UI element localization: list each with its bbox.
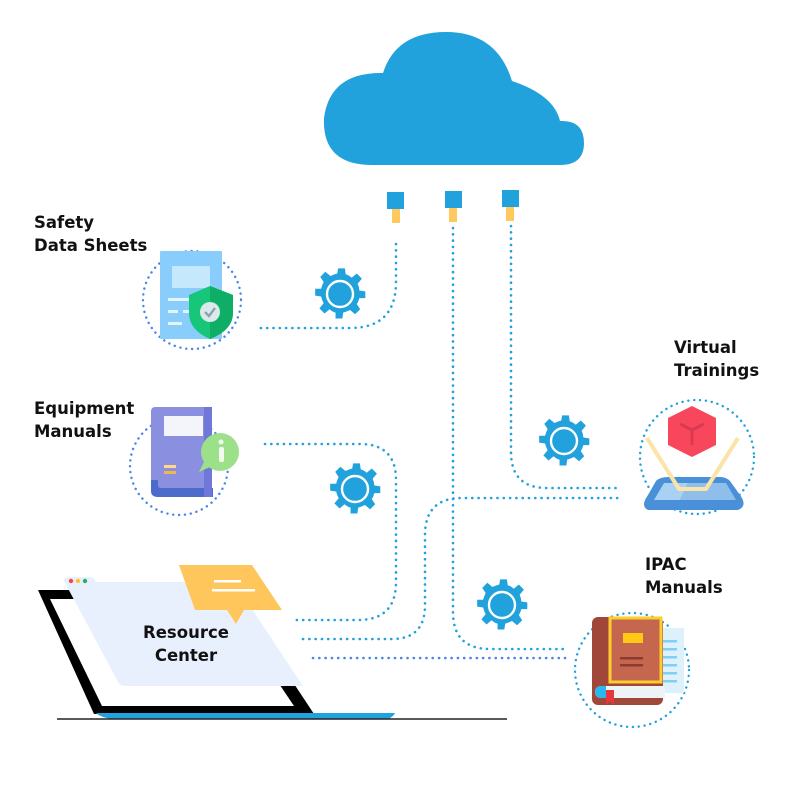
cloud-connector-middle [445, 191, 462, 222]
cloud-connector-right [502, 190, 519, 221]
line-equipment [263, 442, 398, 622]
shield-document-icon [141, 249, 243, 351]
node-label-ipac-manuals: IPAC Manuals [645, 555, 723, 597]
line-cloud-middle [451, 226, 567, 651]
manual-book-icon [573, 611, 691, 729]
node-label-safety-data-sheets: Safety Data Sheets [34, 213, 148, 255]
hub-label-resource-center: Resource Center [143, 623, 229, 665]
line-hub-middle [301, 496, 622, 641]
window-dot-maximize [82, 578, 88, 584]
cloud-connector-left [387, 192, 404, 223]
node-label-virtual-trainings: Virtual Trainings [674, 338, 760, 380]
line-cloud-right [509, 224, 622, 490]
info-book-icon [128, 407, 239, 517]
gear-icon [315, 268, 366, 319]
cloud-icon [323, 32, 584, 165]
ar-cube-phone-icon [638, 398, 756, 516]
line-safety [256, 242, 398, 330]
gear-icon [330, 463, 381, 514]
gear-icon [539, 415, 590, 466]
node-label-equipment-manuals: Equipment Manuals [34, 399, 135, 441]
chat-bubble-icon [179, 565, 282, 624]
window-dot-close [68, 578, 74, 584]
gear-icon [477, 579, 528, 630]
window-dot-minimize [75, 578, 81, 584]
